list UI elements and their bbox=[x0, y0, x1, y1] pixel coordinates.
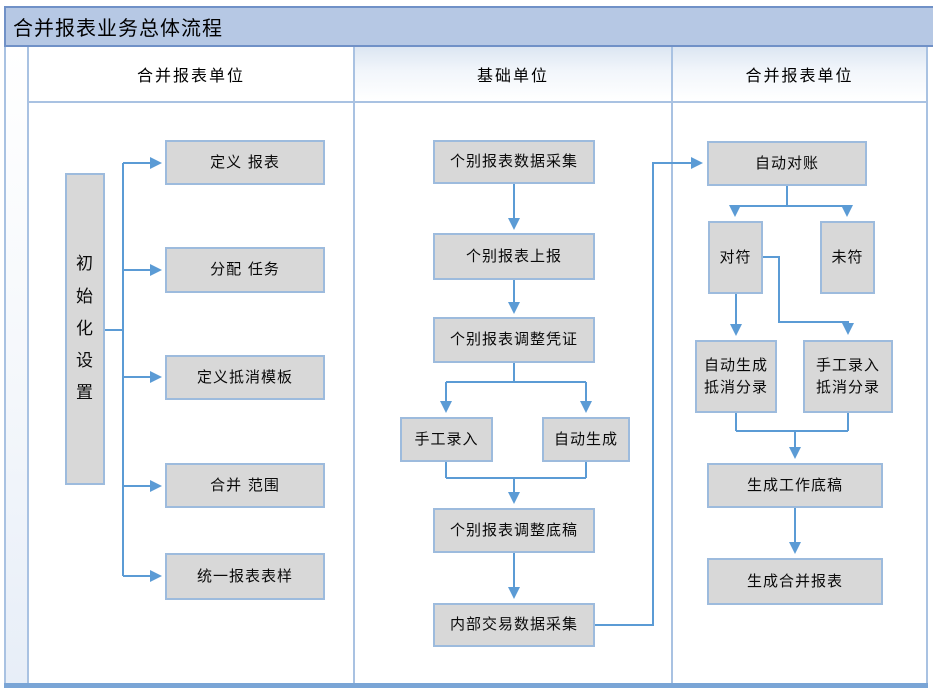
left-margin-strip bbox=[6, 47, 27, 683]
node-individual-report-data-collection: 个别报表数据采集 bbox=[433, 140, 595, 184]
bottom-border-band bbox=[4, 683, 928, 688]
node-define-elimination-template: 定义抵消模板 bbox=[165, 355, 325, 400]
node-assign-task: 分配 任务 bbox=[165, 247, 325, 293]
lane-border-col1-col2 bbox=[353, 47, 355, 683]
lane-border-col2-col3 bbox=[671, 47, 673, 683]
lane-header-bg-right bbox=[673, 47, 926, 101]
node-generate-working-paper: 生成工作底稿 bbox=[707, 463, 883, 508]
node-individual-report-adjustment-voucher: 个别报表调整凭证 bbox=[433, 317, 595, 363]
node-individual-report-adjustment-draft: 个别报表调整底稿 bbox=[433, 508, 595, 553]
edge-internal-data-to-reconciliation bbox=[595, 157, 703, 626]
edge-voucher-split bbox=[445, 363, 587, 411]
node-consolidation-scope: 合并 范围 bbox=[165, 463, 325, 508]
lane-header-left: 合并报表单位 bbox=[136, 66, 245, 85]
diagram-title-bar: 合并报表业务总体流程 bbox=[4, 6, 933, 47]
node-auto-reconciliation: 自动对账 bbox=[707, 141, 867, 186]
node-individual-report-submission: 个别报表上报 bbox=[433, 233, 595, 280]
lane-border-outer-right bbox=[926, 47, 928, 683]
diagram-title: 合并报表业务总体流程 bbox=[13, 16, 223, 40]
node-internal-transaction-data-collection: 内部交易数据采集 bbox=[433, 603, 595, 647]
lane-header-middle: 基础单位 bbox=[476, 66, 549, 85]
lane-border-strip bbox=[27, 47, 29, 683]
lane-header-right: 合并报表单位 bbox=[745, 66, 854, 85]
node-define-report: 定义 报表 bbox=[165, 140, 325, 185]
node-manual-entry-elimination-entry-label: 手工录入抵消分录 bbox=[815, 355, 880, 396]
edge-elimination-merge bbox=[735, 413, 849, 432]
node-init-settings: 初始化设置 bbox=[65, 173, 105, 485]
lane-header-bg-middle bbox=[355, 47, 671, 101]
edge-entry-merge bbox=[445, 462, 587, 479]
node-unmatched: 未符 bbox=[820, 221, 875, 294]
node-auto-generate-elimination-entry-label: 自动生成抵消分录 bbox=[703, 355, 768, 396]
node-auto-generate-elimination-entry: 自动生成抵消分录 bbox=[695, 340, 777, 413]
edge-matched-to-manual-elimination bbox=[763, 256, 854, 335]
node-matched: 对符 bbox=[708, 221, 763, 294]
node-generate-consolidated-report: 生成合并报表 bbox=[707, 558, 883, 605]
edge-reconciliation-split bbox=[735, 186, 847, 207]
lane-border-outer-left bbox=[4, 47, 6, 683]
node-manual-entry: 手工录入 bbox=[400, 417, 493, 462]
node-auto-generate: 自动生成 bbox=[542, 417, 630, 462]
node-init-settings-label: 初始化设置 bbox=[75, 254, 94, 404]
node-unified-report-format: 统一报表表样 bbox=[165, 553, 325, 600]
header-row-divider bbox=[27, 101, 928, 103]
node-manual-entry-elimination-entry: 手工录入抵消分录 bbox=[803, 340, 893, 413]
